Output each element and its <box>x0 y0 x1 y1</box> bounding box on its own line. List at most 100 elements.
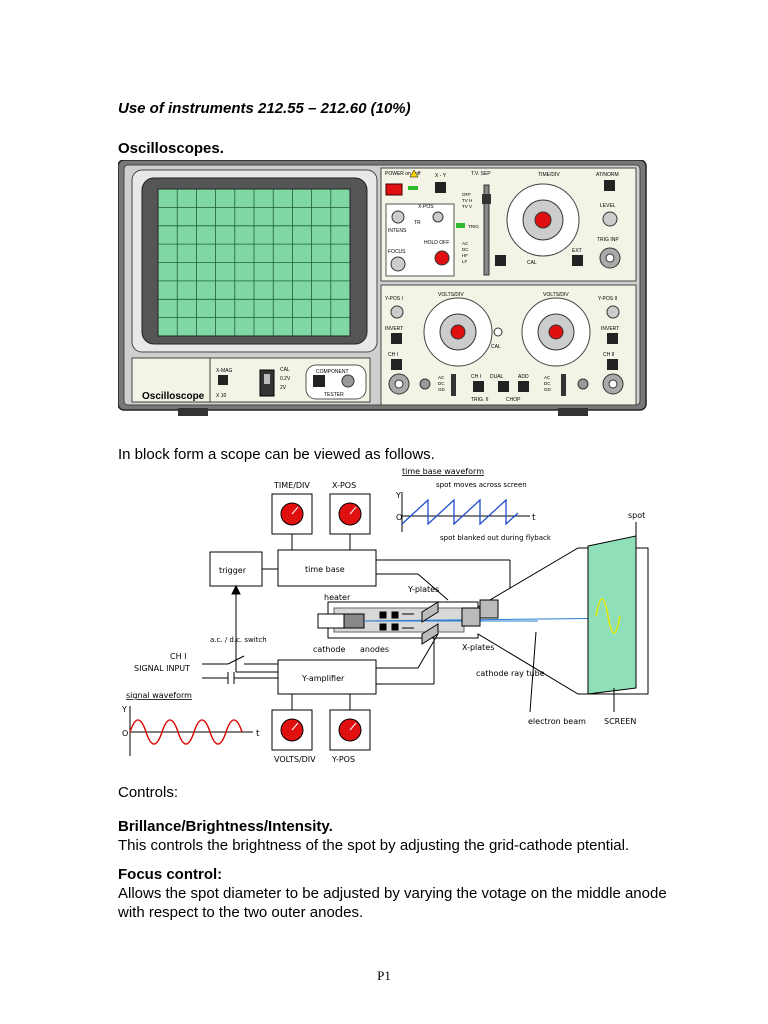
level-knob[interactable] <box>602 211 618 227</box>
volts-div-1-fine-knob[interactable] <box>450 324 466 340</box>
svg-text:electron beam: electron beam <box>528 717 586 726</box>
component-tester-button[interactable] <box>313 375 325 387</box>
y-pos-2-knob[interactable] <box>606 305 620 319</box>
svg-text:X 10: X 10 <box>216 393 227 399</box>
block-diagram: time base waveform spot moves across scr… <box>121 467 649 764</box>
svg-text:TRIG: TRIG <box>468 224 479 229</box>
svg-text:AC: AC <box>462 241 469 246</box>
svg-text:Y-POS I: Y-POS I <box>385 296 403 302</box>
svg-text:X-POS: X-POS <box>418 204 434 210</box>
svg-text:ADD: ADD <box>518 374 529 380</box>
svg-text:LEVEL: LEVEL <box>600 203 616 209</box>
ext-button[interactable] <box>572 255 583 266</box>
svg-text:POWER on / off: POWER on / off <box>385 171 421 177</box>
svg-text:Y: Y <box>121 705 127 714</box>
brand-label: Oscilloscope <box>142 391 205 402</box>
svg-text:TV H: TV H <box>462 198 472 203</box>
svg-text:HOLD OFF: HOLD OFF <box>424 240 449 246</box>
svg-text:CAL: CAL <box>280 367 290 373</box>
svg-text:signal waveform: signal waveform <box>126 691 192 700</box>
svg-text:AT/NORM: AT/NORM <box>596 172 619 178</box>
svg-text:EXT: EXT <box>572 248 582 254</box>
y-pos-1-knob[interactable] <box>390 305 404 319</box>
crt-screen <box>587 535 637 695</box>
svg-text:OFF: OFF <box>462 192 471 197</box>
dual-button[interactable] <box>498 381 509 392</box>
sine-waveform <box>129 719 243 745</box>
svg-text:GD: GD <box>438 387 446 392</box>
svg-text:t: t <box>256 729 260 739</box>
svg-text:CH I: CH I <box>388 352 398 358</box>
svg-text:Y-plates: Y-plates <box>407 585 439 594</box>
svg-text:VOLTS/DIV: VOLTS/DIV <box>438 292 464 298</box>
tester-socket[interactable] <box>341 374 355 388</box>
svg-text:GD: GD <box>544 387 552 392</box>
intens-knob[interactable] <box>391 210 405 224</box>
svg-text:CHOP: CHOP <box>506 397 521 403</box>
svg-text:Y-POS: Y-POS <box>331 755 355 764</box>
svg-text:DC: DC <box>544 381 551 386</box>
svg-text:0.2V: 0.2V <box>280 376 291 382</box>
volts-div-2-fine-knob[interactable] <box>548 324 564 340</box>
svg-text:INVERT: INVERT <box>385 326 403 332</box>
x-mag-button[interactable] <box>218 375 228 385</box>
svg-text:2V: 2V <box>280 385 287 391</box>
sawtooth-waveform <box>401 498 519 526</box>
ch1-mode-button[interactable] <box>473 381 484 392</box>
svg-text:AC: AC <box>438 375 445 380</box>
svg-text:TIME/DIV: TIME/DIV <box>538 172 560 178</box>
hold-off-knob[interactable] <box>434 250 450 266</box>
cal-switch[interactable] <box>264 374 270 384</box>
svg-text:HF: HF <box>462 253 468 258</box>
svg-text:T.V. SEP: T.V. SEP <box>471 171 491 177</box>
brightness-text: This controls the brightness of the spot… <box>118 837 630 854</box>
brightness-heading: Brillance/Brightness/Intensity. <box>118 818 333 835</box>
invert-1-button[interactable] <box>391 333 402 344</box>
svg-text:SIGNAL INPUT: SIGNAL INPUT <box>134 664 190 673</box>
spot-moves-label: spot moves across screen <box>436 481 527 489</box>
svg-text:DUAL: DUAL <box>490 374 504 380</box>
x-pos-knob[interactable] <box>432 211 444 223</box>
svg-text:COMPONENT: COMPONENT <box>316 369 349 375</box>
warning-icon <box>409 169 419 178</box>
section-heading: Oscilloscopes. <box>118 140 224 157</box>
svg-text:CH I: CH I <box>170 652 187 661</box>
ch1-coupling-switch[interactable] <box>451 374 456 396</box>
svg-text:CH II: CH II <box>603 352 614 358</box>
focus-knob[interactable] <box>390 256 406 272</box>
add-button[interactable] <box>518 381 529 392</box>
invert-2-button[interactable] <box>607 333 618 344</box>
oscilloscope-illustration: Oscilloscope X-MAG X 10 CAL 0.2V 2V COMP… <box>118 160 647 416</box>
svg-text:X - Y: X - Y <box>435 173 447 179</box>
svg-text:TIME/DIV: TIME/DIV <box>273 481 310 490</box>
svg-text:SCREEN: SCREEN <box>604 717 636 726</box>
ch2-coupling-switch[interactable] <box>561 374 566 396</box>
svg-text:VOLTS/DIV: VOLTS/DIV <box>274 755 316 764</box>
tv-sep-slider[interactable] <box>482 194 491 204</box>
svg-text:INTENS: INTENS <box>388 228 407 234</box>
svg-text:CAL: CAL <box>527 260 537 266</box>
svg-text:Y: Y <box>395 491 401 500</box>
intro-text: In block form a scope can be viewed as f… <box>118 446 435 463</box>
svg-text:FOCUS: FOCUS <box>388 249 406 255</box>
svg-text:VOLTS/DIV: VOLTS/DIV <box>543 292 569 298</box>
page-number: P1 <box>377 968 391 983</box>
controls-label: Controls: <box>118 784 179 801</box>
svg-text:TRIG INP: TRIG INP <box>597 237 619 243</box>
ch1-button[interactable] <box>391 359 402 370</box>
svg-text:O: O <box>396 513 402 522</box>
at-norm-button[interactable] <box>604 180 615 191</box>
xy-button[interactable] <box>435 182 446 193</box>
svg-text:CAL: CAL <box>491 344 501 350</box>
svg-text:TESTER: TESTER <box>324 392 344 398</box>
svg-text:X-MAG: X-MAG <box>216 368 233 374</box>
coupling-button[interactable] <box>495 255 506 266</box>
svg-text:X-plates: X-plates <box>462 643 494 652</box>
time-base-waveform-label: time base waveform <box>402 467 484 476</box>
svg-text:cathode ray tube: cathode ray tube <box>476 669 545 678</box>
power-button[interactable] <box>385 183 403 196</box>
ch2-button[interactable] <box>607 359 618 370</box>
svg-text:t: t <box>532 513 536 523</box>
time-div-fine-knob[interactable] <box>534 211 552 229</box>
svg-text:a.c. / d.c. switch: a.c. / d.c. switch <box>210 636 267 644</box>
